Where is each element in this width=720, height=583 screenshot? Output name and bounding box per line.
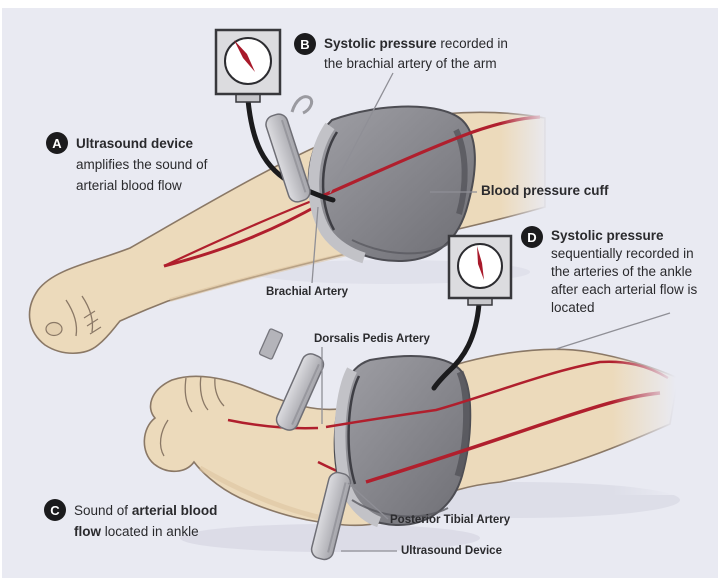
ultrasound-probe-dorsalis xyxy=(258,328,325,431)
annotation-c-text: Sound of arterial blood flow located in … xyxy=(74,503,218,539)
gauge-needle xyxy=(234,40,255,72)
arm-pressure-gauge xyxy=(214,28,282,103)
leader-brachial-artery xyxy=(311,206,319,284)
leader-posterior-tibial xyxy=(347,482,389,520)
annotation-d: D Systolic pressure sequentially recorde… xyxy=(521,226,720,317)
annotation-b: B Systolic pressure recorded in the brac… xyxy=(294,33,534,74)
ultrasound-device-label: Ultrasound Device xyxy=(401,545,502,557)
leader-d xyxy=(555,312,671,350)
annotation-c: C Sound of arterial blood flow located i… xyxy=(44,499,217,542)
annotation-a-text: Ultrasound device amplifies the sound of… xyxy=(76,136,208,193)
annotation-a: A Ultrasound device amplifies the sound … xyxy=(46,132,207,196)
badge-d: D xyxy=(521,226,543,248)
thumb-nail xyxy=(45,321,63,337)
posterior-tibial-artery-label: Posterior Tibial Artery xyxy=(390,514,511,526)
brachial-artery-label: Brachial Artery xyxy=(266,286,349,298)
leader-b xyxy=(329,72,394,194)
ankle-pressure-gauge xyxy=(447,234,513,306)
badge-a: A xyxy=(46,132,68,154)
annotation-b-text: Systolic pressure recorded in the brachi… xyxy=(324,36,508,71)
probe-cable xyxy=(290,95,314,115)
ankle-cuff xyxy=(333,355,472,528)
badge-c: C xyxy=(44,499,66,521)
leader-lines xyxy=(311,72,671,552)
annotation-d-text: Systolic pressure sequentially recorded … xyxy=(551,228,698,315)
badge-b: B xyxy=(294,33,316,55)
ultrasound-probe-arm xyxy=(265,95,314,203)
arm-cuff xyxy=(307,105,476,264)
brachial-artery-lines xyxy=(163,195,323,268)
gauge-needle xyxy=(477,246,484,280)
ankle-gauge-tube xyxy=(431,301,482,391)
ultrasound-probe-posterior xyxy=(310,471,352,561)
dorsalis-pedis-artery-label: Dorsalis Pedis Artery xyxy=(314,333,430,345)
dorsalis-pedis-artery-line xyxy=(227,418,319,430)
blood-pressure-cuff-label: Blood pressure cuff xyxy=(481,183,609,198)
